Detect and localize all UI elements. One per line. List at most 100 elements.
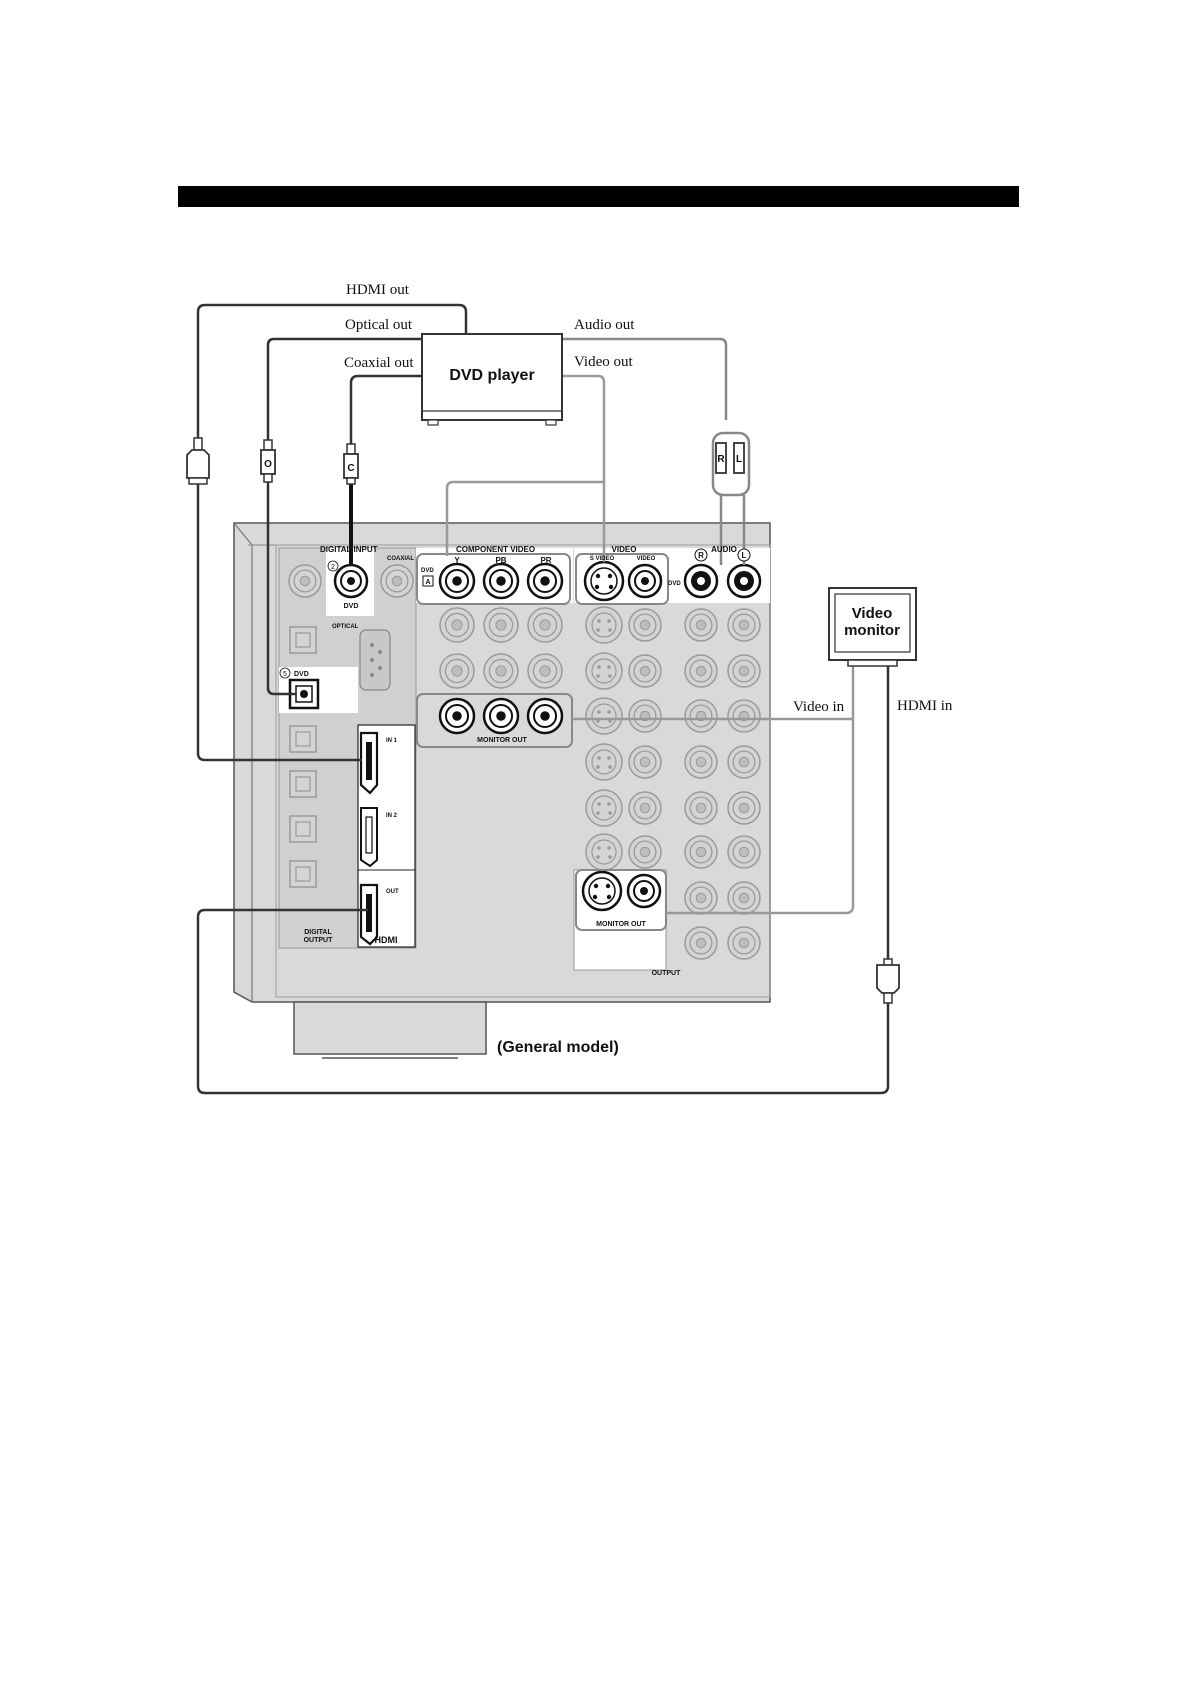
optical-dvd-jack [288,678,320,710]
panel-video-monitor-out: MONITOR OUT [596,921,646,928]
s-video-jack [585,652,623,690]
audio-dvd-r-jack [683,563,719,599]
component-jack [439,653,475,689]
s-video-jack [585,743,623,781]
video-jack [628,835,662,869]
component-video-dvd-jacks [438,562,564,600]
plug-letter-o: O [264,459,272,470]
component-monitor-out-jack [438,697,476,735]
component-video-cable [445,480,604,556]
panel-hdmi: HDMI [375,935,398,945]
audio-jack [684,791,718,825]
component-jack [483,607,519,643]
unused-jacks [288,564,761,960]
hdmi-out-cable [196,303,468,447]
video-jack [628,699,662,733]
component-monitor-out-jacks [438,697,564,735]
audio-jack [684,654,718,688]
svg-text:2: 2 [331,564,335,571]
audio-jack [684,835,718,869]
panel-in1: IN 1 [386,738,398,744]
hdmi-in1-port [359,731,379,795]
video-monitor-out-jack [626,873,662,909]
panel-s-video: S VIDEO [590,556,615,562]
video-monitor [828,587,917,667]
optical-jack [289,770,317,798]
optical-out-label: Optical out [345,317,413,333]
panel-audio-dvd: DVD [668,581,681,587]
panel-component-dvd: DVD [421,568,434,574]
panel-audio-header: AUDIO [711,545,737,554]
monitor-out-component-frame [416,693,573,748]
panel-in2: IN 2 [386,813,398,819]
panel-pr: PR [540,556,551,565]
hdmi-in1-cable [196,482,362,762]
svg-text:A: A [425,579,430,586]
audio-jack [727,745,761,779]
optical-jack [289,860,317,888]
plug-letter-c: C [347,463,354,474]
video-frame [575,553,669,605]
audio-jack [684,745,718,779]
video-dvd-jack [627,563,663,599]
component-dvd-jack [482,562,520,600]
hdmi-plug-monitor [876,958,900,1004]
audio-jack [727,835,761,869]
panel-l-mark: L [737,548,751,562]
audio-jack [684,699,718,733]
s-video-jack [585,789,623,827]
panel-dvd-a-box: A [422,575,434,587]
component-dvd-jack [526,562,564,600]
hdmi-out-port [359,883,379,946]
component-jack [483,653,519,689]
panel-coaxial: COAXIAL [387,556,414,562]
audio-jack [727,608,761,642]
s-video-jack [585,606,623,644]
s-video-jack [585,833,623,871]
plug-letter-r: R [717,454,725,465]
panel-digital-output-1: DIGITAL [304,929,332,936]
coaxial-jack [380,564,414,598]
audio-jack [727,881,761,915]
audio-r-plug [715,442,727,474]
hdmi-in-label: HDMI in [897,698,953,714]
header-bar [178,186,1019,207]
panel-component-monitor-out: MONITOR OUT [477,737,527,744]
hdmi-plug-top [186,437,210,485]
audio-jack [684,926,718,960]
panel-opt-number: 5 [279,667,291,679]
panel-video-jack: VIDEO [637,556,656,562]
optical-out-cable [266,337,422,441]
audio-jack [727,699,761,733]
panel-digital-input: DIGITAL INPUT [320,545,378,554]
video-in-cable [666,662,855,915]
panel-r-mark: R [694,548,708,562]
hdmi-out-cable-to-monitor [196,908,890,1095]
component-jack [527,607,563,643]
video-in-label: Video in [793,699,845,715]
component-jack [527,653,563,689]
dvd-player [421,333,563,426]
dvd-player-label: DVD player [449,367,534,384]
panel-video-header: VIDEO [612,545,637,554]
svg-text:L: L [742,551,747,560]
audio-jack [727,926,761,960]
s-video-dvd-jack [583,560,625,602]
component-dvd-jack [438,562,476,600]
video-out-label: Video out [574,354,634,370]
optical-jack [289,626,317,654]
audio-jack [727,654,761,688]
audio-l-plug [733,442,745,474]
optical-plug [260,439,276,483]
svg-text:R: R [698,551,704,560]
video-jack [628,654,662,688]
component-monitor-out-jack [526,697,564,735]
panel-opt-dvd: DVD [294,671,309,678]
panel-output: OUTPUT [652,970,682,977]
plug-letter-l: L [736,454,742,465]
video-jack [628,608,662,642]
component-jack [439,607,475,643]
optical-jack [289,815,317,843]
component-monitor-out-jack [482,697,520,735]
